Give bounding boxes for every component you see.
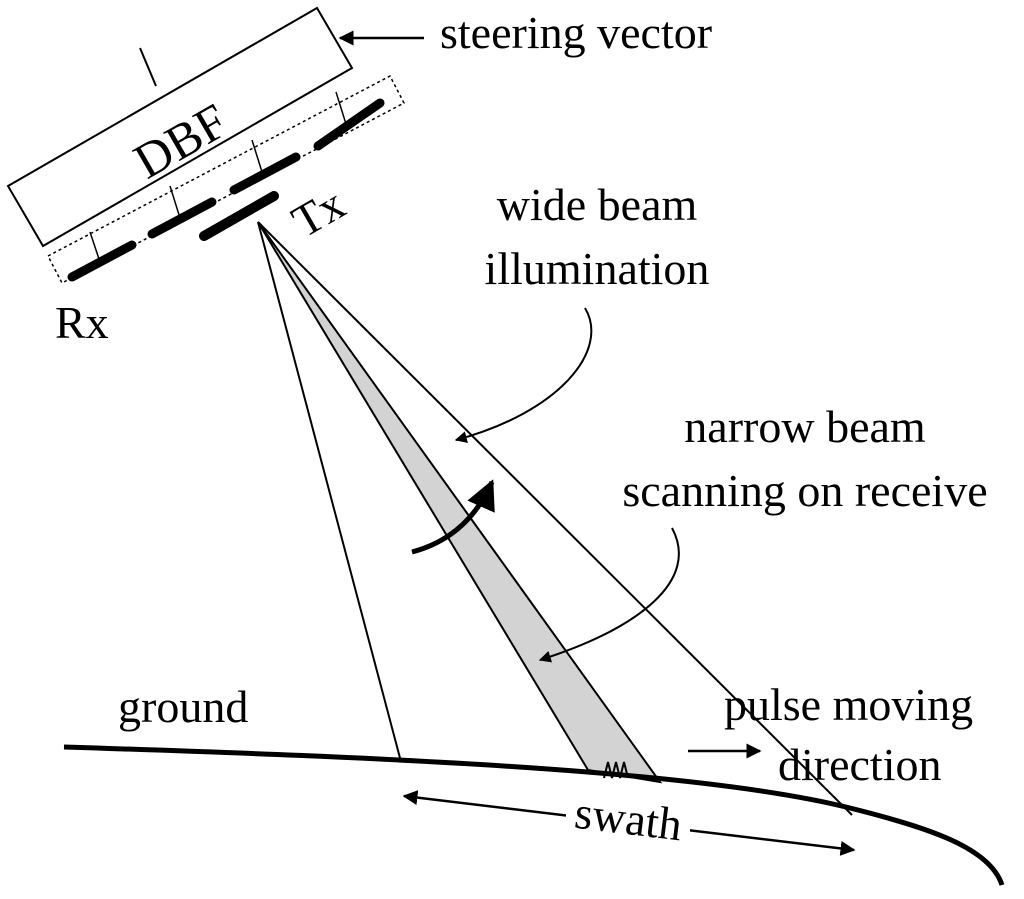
narrow-beam-label-2: scanning on receive	[622, 465, 987, 516]
narrow-beam-label-1: narrow beam	[684, 401, 926, 452]
wide-beam-edge-left	[257, 221, 401, 759]
dbf-box	[6, 6, 354, 248]
narrow-beam-pointer	[538, 527, 680, 663]
pulse-symbol	[603, 761, 629, 779]
rx-element	[147, 197, 217, 239]
dbf-top-connector	[139, 47, 157, 87]
rx-element	[229, 152, 301, 195]
tx-element	[199, 191, 279, 241]
wide-beam-label-2: illumination	[485, 243, 710, 294]
rx-array-outline	[46, 74, 406, 285]
steering-vector-label: steering vector	[440, 7, 712, 58]
scan-direction-arrow	[411, 479, 495, 555]
swath-label-bg	[566, 796, 690, 840]
rx-element	[313, 98, 385, 151]
pulse-label-2: direction	[778, 739, 942, 790]
ground-label: ground	[118, 681, 248, 732]
wide-beam-label-1: wide beam	[497, 179, 698, 230]
rx-label: Rx	[55, 297, 109, 348]
rx-element	[67, 240, 137, 282]
narrow-beam	[257, 221, 663, 784]
wide-beam-edge-right	[257, 221, 853, 816]
ground-curve	[63, 744, 1005, 886]
rx-connector	[169, 185, 181, 219]
rx-connector	[251, 139, 263, 173]
pulse-label-1: pulse moving	[724, 679, 973, 730]
rx-connector	[335, 91, 347, 125]
tx-label: Tx	[283, 178, 353, 248]
wide-beam-pointer	[454, 307, 593, 443]
rx-connector	[89, 231, 101, 263]
